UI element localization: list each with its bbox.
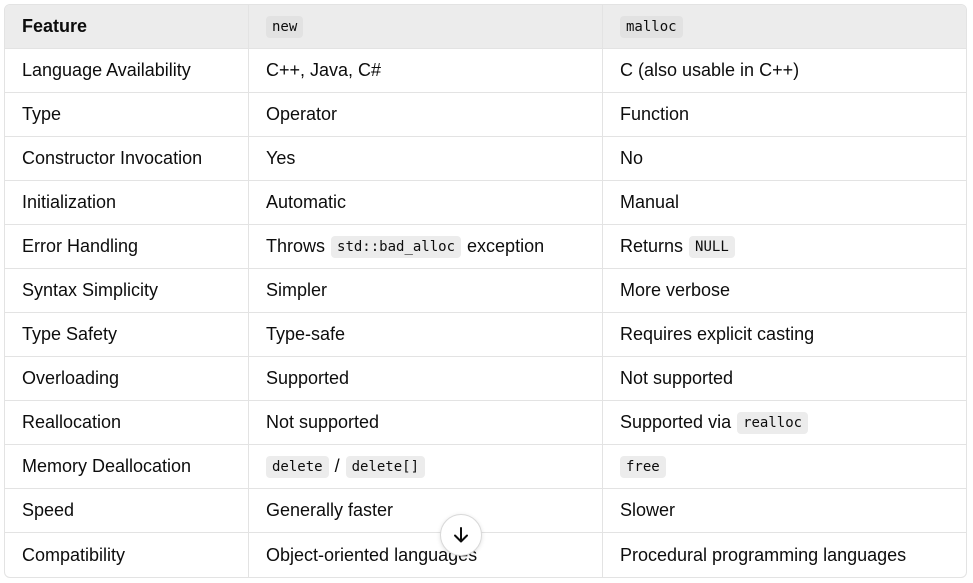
cell-new: Supported	[249, 357, 603, 400]
inline-code: delete[]	[345, 455, 426, 478]
table-row: Syntax Simplicity Simpler More verbose	[5, 269, 966, 313]
cell-feature: Language Availability	[5, 49, 249, 92]
cell-malloc: Slower	[620, 500, 676, 520]
cell-text: Throws	[266, 236, 326, 256]
cell-feature: Type	[5, 93, 249, 136]
table-row: Reallocation Not supported Supported via…	[5, 401, 966, 445]
inline-code: free	[620, 455, 666, 478]
table-row: Language Availability C++, Java, C# C (a…	[5, 49, 966, 93]
separator-slash: /	[334, 456, 340, 476]
arrow-down-icon	[454, 527, 468, 543]
cell-new: Throws std::bad_alloc exception	[249, 225, 603, 268]
cell-malloc: C (also usable in C++)	[620, 60, 800, 80]
table-header-row: Feature new malloc	[5, 5, 966, 49]
cell-new: Not supported	[249, 401, 603, 444]
table-row: Type Safety Type-safe Requires explicit …	[5, 313, 966, 357]
cell-new: Automatic	[249, 181, 603, 224]
cell-feature: Speed	[5, 489, 249, 532]
inline-code: delete	[266, 455, 329, 478]
header-malloc-code: malloc	[620, 15, 683, 38]
header-new: new	[249, 5, 603, 48]
header-malloc: malloc	[603, 5, 966, 48]
cell-malloc: No	[620, 148, 644, 168]
cell-new: Type-safe	[249, 313, 603, 356]
cell-new: Generally faster	[249, 489, 603, 532]
cell-new: Yes	[249, 137, 603, 180]
comparison-table: Feature new malloc Language Availability…	[4, 4, 967, 578]
cell-malloc: Not supported	[620, 368, 734, 388]
table-row: Constructor Invocation Yes No	[5, 137, 966, 181]
cell-text: Returns	[620, 236, 684, 256]
table-row: Memory Deallocation delete / delete[] fr…	[5, 445, 966, 489]
cell-feature: Reallocation	[5, 401, 249, 444]
cell-text: exception	[467, 236, 545, 256]
cell-malloc: free	[603, 445, 966, 488]
cell-malloc: Function	[620, 104, 690, 124]
cell-malloc: Procedural programming languages	[620, 544, 907, 565]
cell-new: Object-oriented languages	[249, 533, 603, 577]
cell-malloc: Returns NULL	[603, 225, 966, 268]
cell-feature: Error Handling	[5, 225, 249, 268]
header-new-code: new	[266, 15, 304, 38]
table-row: Compatibility Object-oriented languages …	[5, 533, 966, 577]
cell-new: Simpler	[249, 269, 603, 312]
table-row: Speed Generally faster Slower	[5, 489, 966, 533]
table-row: Initialization Automatic Manual	[5, 181, 966, 225]
cell-malloc: Manual	[620, 192, 680, 212]
scroll-to-bottom-button[interactable]	[440, 514, 482, 556]
header-feature: Feature	[5, 5, 249, 48]
inline-code: realloc	[737, 411, 809, 434]
cell-malloc: Supported via realloc	[603, 401, 966, 444]
cell-new: C++, Java, C#	[249, 49, 603, 92]
cell-feature: Type Safety	[5, 313, 249, 356]
cell-malloc: More verbose	[620, 280, 731, 300]
table-row: Type Operator Function	[5, 93, 966, 137]
cell-new: delete / delete[]	[249, 445, 603, 488]
cell-malloc: Requires explicit casting	[620, 324, 815, 344]
cell-feature: Compatibility	[5, 533, 249, 577]
cell-feature: Constructor Invocation	[5, 137, 249, 180]
table-row: Error Handling Throws std::bad_alloc exc…	[5, 225, 966, 269]
cell-feature: Overloading	[5, 357, 249, 400]
cell-text: Supported via	[620, 412, 732, 432]
table-row: Overloading Supported Not supported	[5, 357, 966, 401]
cell-feature: Memory Deallocation	[5, 445, 249, 488]
inline-code: NULL	[689, 235, 735, 258]
cell-feature: Syntax Simplicity	[5, 269, 249, 312]
cell-feature: Initialization	[5, 181, 249, 224]
cell-new: Operator	[249, 93, 603, 136]
inline-code: std::bad_alloc	[331, 235, 462, 258]
